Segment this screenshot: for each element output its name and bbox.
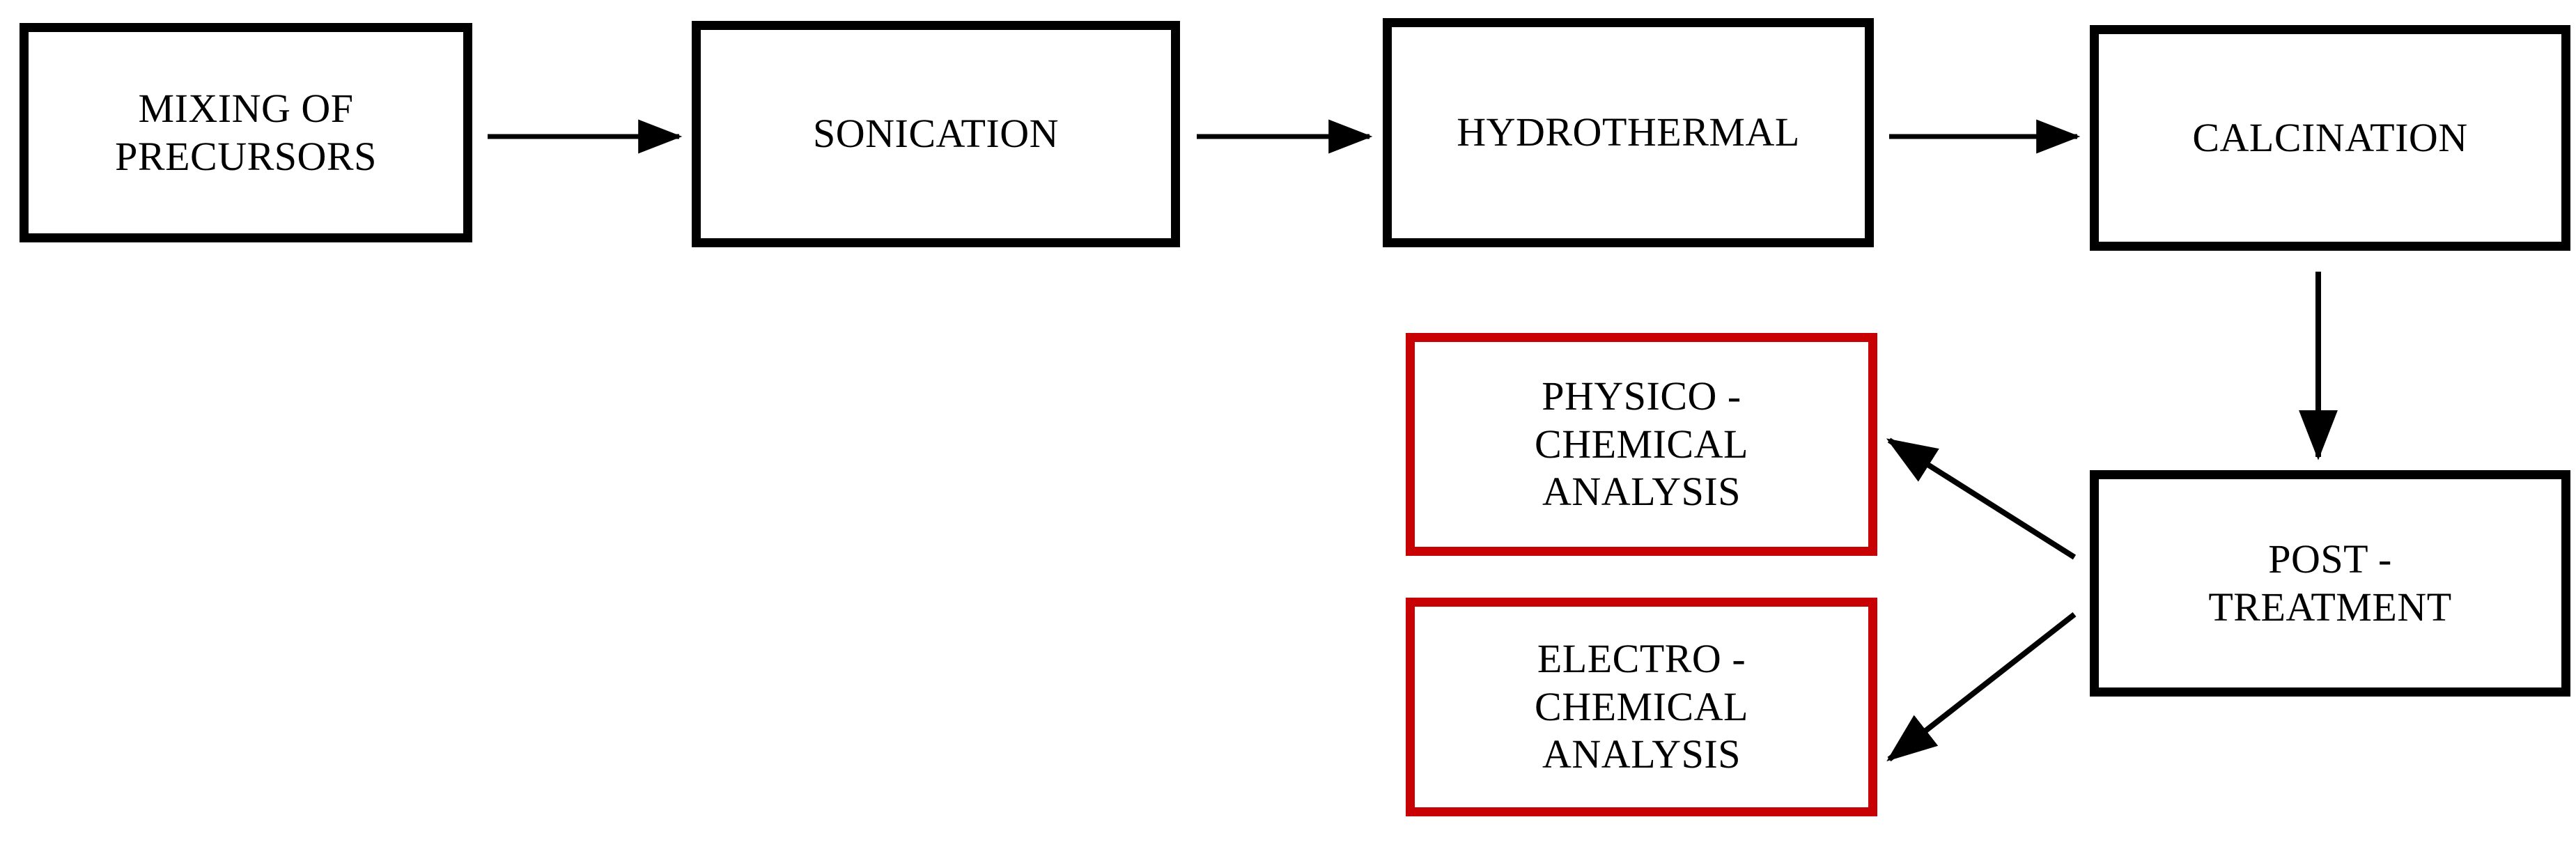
node-hydrothermal[interactable]: HYDROTHERMAL bbox=[1383, 18, 1874, 247]
node-label-hydrothermal: HYDROTHERMAL bbox=[1457, 109, 1800, 155]
node-electro-chemical-analysis[interactable]: ELECTRO - CHEMICAL ANALYSIS bbox=[1406, 598, 1877, 816]
node-label-mixing-of-precursors: MIXING OF PRECURSORS bbox=[115, 86, 377, 179]
node-label-sonication: SONICATION bbox=[813, 111, 1059, 157]
arrow-post-treatment-to-physico-chemical bbox=[1886, 437, 2077, 560]
node-mixing-of-precursors[interactable]: MIXING OF PRECURSORS bbox=[20, 23, 472, 242]
node-label-physico-chemical-analysis: PHYSICO - CHEMICAL ANALYSIS bbox=[1535, 373, 1748, 515]
node-label-post-treatment: POST - TREATMENT bbox=[2208, 536, 2452, 630]
node-calcination[interactable]: CALCINATION bbox=[2090, 25, 2570, 251]
node-label-calcination: CALCINATION bbox=[2192, 114, 2468, 160]
node-physico-chemical-analysis[interactable]: PHYSICO - CHEMICAL ANALYSIS bbox=[1406, 333, 1877, 556]
node-post-treatment[interactable]: POST - TREATMENT bbox=[2090, 470, 2570, 697]
arrow-post-treatment-to-electro-chemical bbox=[1886, 612, 2077, 762]
node-label-electro-chemical-analysis: ELECTRO - CHEMICAL ANALYSIS bbox=[1535, 636, 1748, 777]
node-sonication[interactable]: SONICATION bbox=[692, 21, 1180, 247]
